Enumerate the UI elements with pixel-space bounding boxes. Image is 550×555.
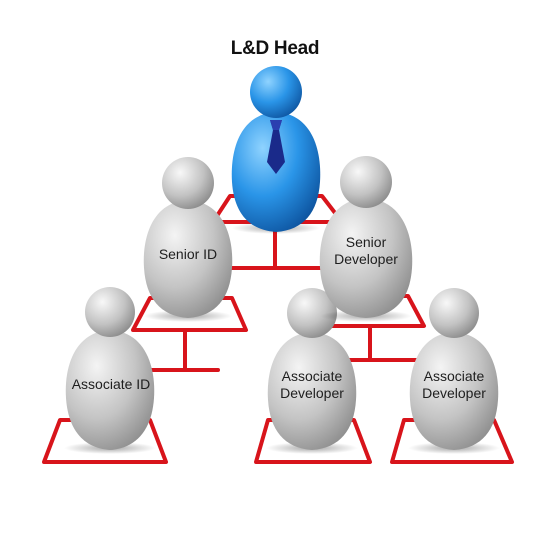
- figure-ld-head: [231, 66, 321, 234]
- figure-senior-id: [143, 157, 233, 322]
- diagram-title: L&D Head: [230, 38, 320, 59]
- figure-associate-developer-1: [266, 288, 358, 454]
- platform-associate-id: [42, 418, 168, 464]
- platform-associate-developer-1: [254, 418, 372, 464]
- figure-associate-developer-2: [408, 288, 500, 454]
- figure-associate-id: [64, 287, 156, 454]
- figure-senior-developer: [319, 156, 413, 322]
- tie-icon: [267, 120, 285, 174]
- platform-senior-id: [131, 296, 248, 332]
